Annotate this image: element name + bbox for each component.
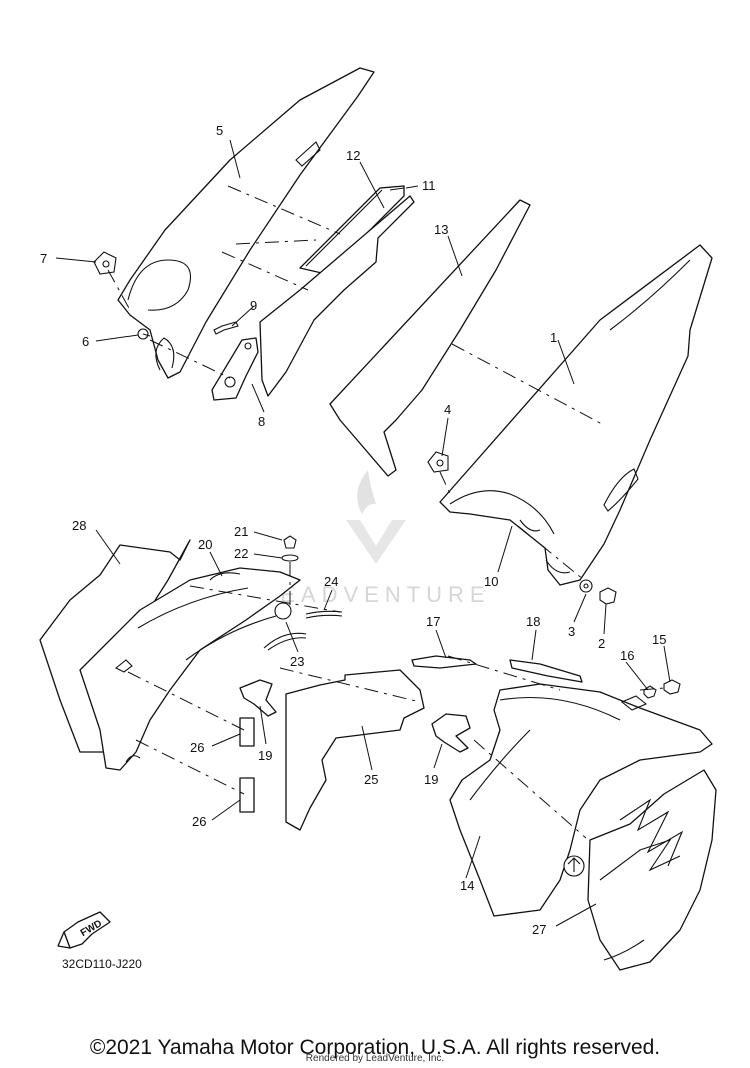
callout-20: 20 bbox=[198, 537, 212, 552]
rendered-by: Rendered by LeadVenture, Inc. bbox=[305, 1053, 445, 1064]
callout-3: 3 bbox=[568, 624, 575, 639]
part-19-pad-right bbox=[431, 713, 471, 753]
callout-7: 7 bbox=[40, 251, 47, 266]
part-8-bracket bbox=[211, 337, 259, 401]
callout-2: 2 bbox=[598, 636, 605, 651]
part-20-side-cover bbox=[79, 567, 301, 771]
callout-6: 6 bbox=[82, 334, 89, 349]
leader-lines bbox=[55, 139, 671, 927]
callout-28: 28 bbox=[72, 518, 86, 533]
callout-18: 18 bbox=[526, 614, 540, 629]
alignment-lines bbox=[107, 185, 665, 839]
callout-22: 22 bbox=[234, 546, 248, 561]
callout-27: 27 bbox=[532, 922, 546, 937]
callout-24: 24 bbox=[324, 574, 338, 589]
part-1-side-cover bbox=[439, 244, 713, 586]
part-23-24-trim bbox=[263, 602, 343, 651]
callout-15: 15 bbox=[652, 632, 666, 647]
part-25-panel bbox=[285, 669, 425, 831]
part-11-side-panel bbox=[259, 195, 415, 397]
part-26-pads bbox=[239, 717, 255, 813]
watermark-text: LEADVENTURE bbox=[262, 582, 491, 607]
callout-21: 21 bbox=[234, 524, 248, 539]
callout-23: 23 bbox=[290, 654, 304, 669]
callout-26-lower: 26 bbox=[192, 814, 206, 829]
part-19-pad-left bbox=[239, 679, 277, 717]
callout-10: 10 bbox=[484, 574, 498, 589]
callout-1: 1 bbox=[550, 330, 557, 345]
part-27-decal bbox=[563, 769, 717, 971]
callout-19-right: 19 bbox=[424, 772, 438, 787]
part-13-panel bbox=[329, 199, 531, 477]
callout-14: 14 bbox=[460, 878, 474, 893]
hardware-fasteners bbox=[93, 251, 681, 699]
callout-26-upper: 26 bbox=[190, 740, 204, 755]
leadventure-watermark: LEADVENTURE bbox=[262, 470, 491, 607]
callout-12: 12 bbox=[346, 148, 360, 163]
callout-labels: 1 2 3 4 5 6 7 8 9 10 11 12 13 14 15 16 1… bbox=[40, 123, 666, 937]
fwd-arrow: FWD bbox=[57, 911, 111, 949]
callout-9: 9 bbox=[250, 298, 257, 313]
part-5-side-cover bbox=[117, 67, 375, 379]
callout-13: 13 bbox=[434, 222, 448, 237]
drawing-code: 32CD110-J220 bbox=[62, 957, 142, 971]
copyright-notice: ©2021 Yamaha Motor Corporation, U.S.A. A… bbox=[89, 1036, 661, 1059]
callout-16: 16 bbox=[620, 648, 634, 663]
part-17-18-strips bbox=[411, 655, 583, 683]
callout-4: 4 bbox=[444, 402, 451, 417]
callout-19-left: 19 bbox=[258, 748, 272, 763]
callout-11: 11 bbox=[422, 178, 436, 193]
callout-25: 25 bbox=[364, 772, 378, 787]
callout-5: 5 bbox=[216, 123, 223, 138]
callout-8: 8 bbox=[258, 414, 265, 429]
callout-17: 17 bbox=[426, 614, 440, 629]
